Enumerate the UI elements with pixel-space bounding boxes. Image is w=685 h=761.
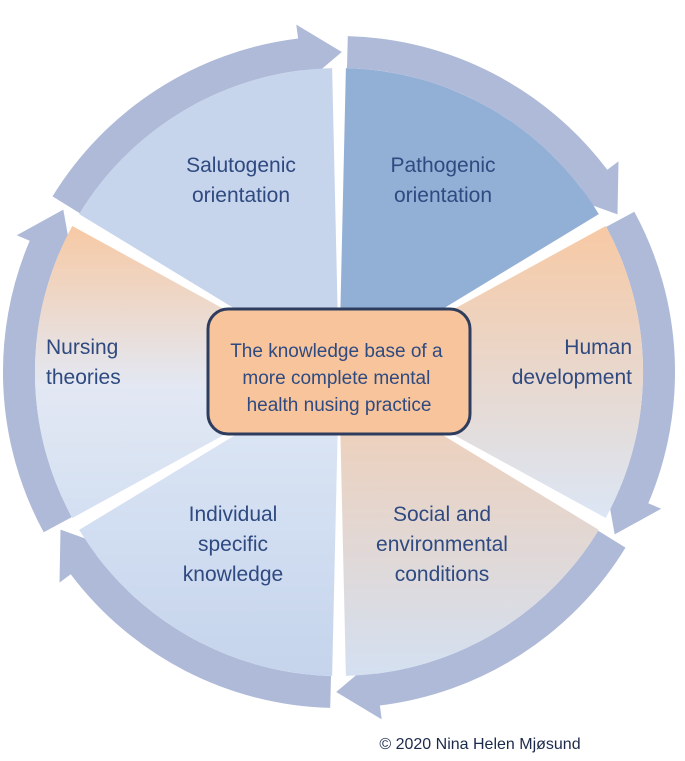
label-social-environmental-line-1: Social and [393, 503, 491, 526]
label-social-environmental-line-3: conditions [395, 563, 490, 586]
label-human-development-line-2: development [512, 366, 632, 389]
segment-labels: Salutogenic orientation Pathogenic orientat… [46, 154, 632, 586]
label-salutogenic: Salutogenic orientation [186, 154, 296, 207]
segment-wedges [34, 68, 644, 676]
label-social-environmental-line-2: environmental [376, 533, 508, 556]
label-salutogenic-line-2: orientation [192, 184, 290, 207]
wedge-pathogenic [339, 68, 599, 372]
arrow-right-upper [605, 211, 676, 535]
label-individual-knowledge-line-1: Individual [189, 503, 278, 526]
arrow-left-upper [52, 24, 342, 214]
label-nursing-theories-line-1: Nursing [46, 336, 118, 359]
cycle-ring [2, 24, 676, 720]
center-label-line-2: more complete mental [242, 368, 430, 389]
wedge-salutogenic [79, 68, 339, 372]
label-nursing-theories: Nursing theories [46, 336, 121, 389]
label-individual-knowledge-line-3: knowledge [183, 563, 283, 586]
arrow-bottom [59, 529, 331, 708]
label-pathogenic-line-2: orientation [394, 184, 492, 207]
center-box [206, 307, 472, 436]
center-label-line-1: The knowledge base of a [230, 341, 443, 362]
label-social-environmental: Social and environmental conditions [376, 503, 508, 586]
label-individual-knowledge-line-2: specific [198, 533, 268, 556]
arrow-top-right [347, 36, 619, 215]
label-salutogenic-line-1: Salutogenic [186, 154, 296, 177]
wedge-individual-knowledge [79, 372, 339, 676]
label-individual-knowledge: Individual specific knowledge [183, 503, 283, 586]
wedge-social-environmental [339, 372, 599, 676]
label-human-development: Human development [512, 336, 632, 389]
label-human-development-line-1: Human [564, 336, 632, 359]
copyright-text: © 2020 Nina Helen Mjøsund [379, 736, 581, 753]
label-pathogenic-line-1: Pathogenic [390, 154, 495, 177]
center-label-line-3: health nusing practice [247, 395, 432, 416]
label-pathogenic: Pathogenic orientation [390, 154, 495, 207]
center-label: The knowledge base of a more complete me… [230, 341, 448, 416]
arrow-right-lower [336, 530, 626, 720]
wedge-human-development [339, 226, 644, 518]
arrow-left-lower [2, 209, 73, 533]
wedge-nursing-theories [34, 226, 340, 518]
label-nursing-theories-line-2: theories [46, 366, 121, 389]
